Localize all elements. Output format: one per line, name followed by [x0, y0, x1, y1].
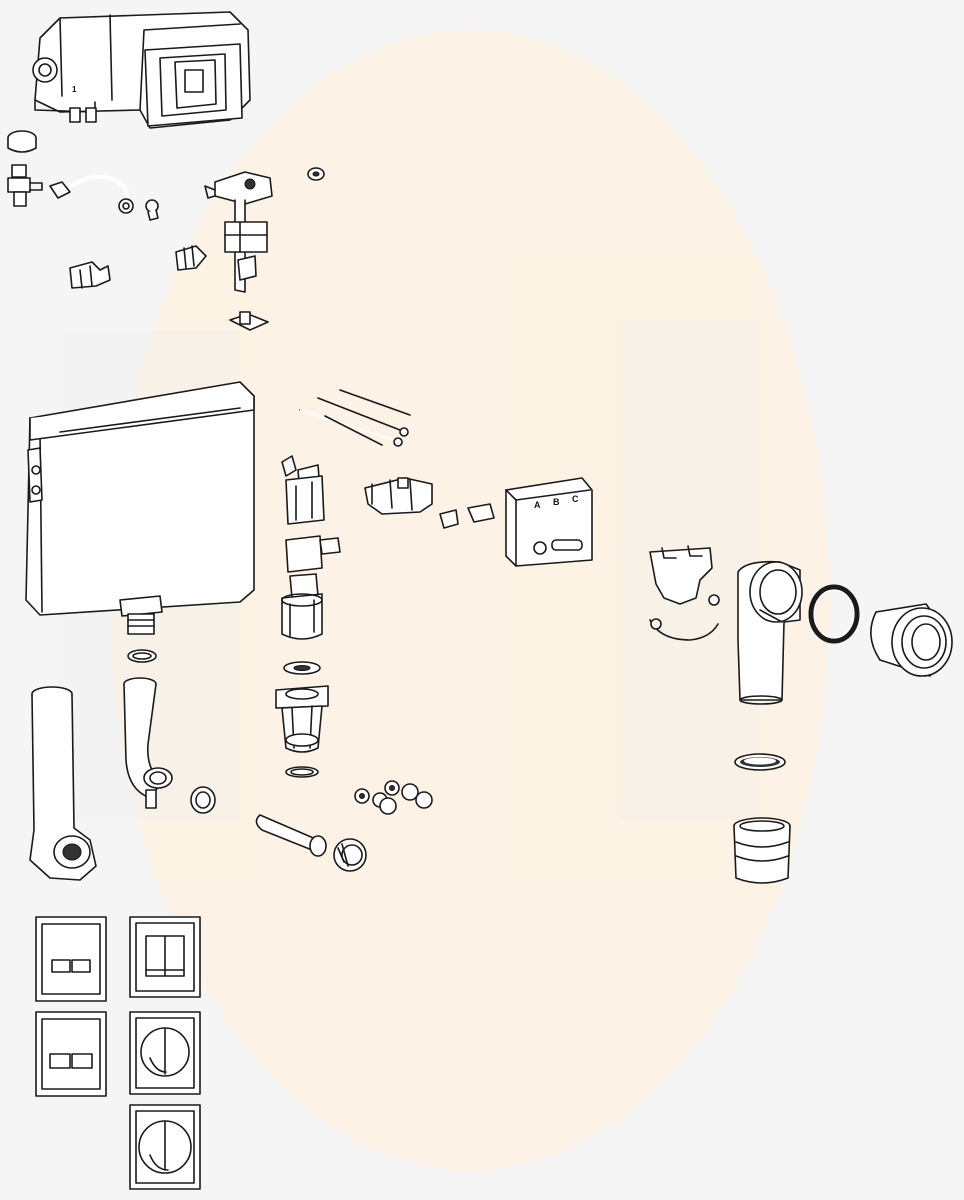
flush-plate-square-dual-1	[35, 916, 107, 1002]
valve-foot	[229, 311, 269, 331]
flex-hose	[49, 174, 134, 214]
connector-clamp	[649, 545, 720, 641]
flush-plate-square-dual-2	[35, 1011, 107, 1097]
flush-plate-square-split	[129, 916, 201, 998]
tank-outlet-nipple	[127, 613, 155, 635]
pipe-adapter	[733, 817, 791, 884]
flush-plate-round-2	[129, 1104, 201, 1190]
pipe-coupling	[333, 838, 367, 872]
flush-pipe	[123, 677, 173, 809]
box-label-b: B	[553, 497, 560, 507]
flush-valve	[281, 455, 341, 640]
seal-ring-outlet	[127, 649, 157, 663]
valve-washer	[283, 661, 321, 675]
actuator-bracket	[364, 477, 433, 515]
angle-valve	[7, 164, 43, 207]
box-label-c: C	[572, 494, 579, 504]
valve-cage	[275, 685, 329, 753]
hose-clip	[145, 199, 159, 221]
seal-ring-bottom	[734, 753, 786, 771]
actuator-clip-2	[467, 503, 495, 523]
valve-bracket-left	[69, 261, 111, 289]
brand-mark: 1	[72, 85, 77, 94]
extension-pipe	[255, 814, 327, 857]
valve-nut	[7, 130, 37, 153]
seal-ring-pipe	[190, 786, 216, 814]
fill-valve	[204, 171, 273, 293]
mounting-bolts	[299, 389, 411, 447]
pan-connector-bend	[29, 686, 97, 881]
actuator-clip-1	[439, 509, 459, 529]
box-label-a: A	[534, 500, 541, 510]
cistern-tank	[25, 381, 255, 617]
pan-connector-elbow	[737, 560, 803, 705]
o-ring-large	[808, 584, 860, 644]
washer-small	[307, 167, 325, 181]
flush-plate-round-1	[129, 1011, 201, 1095]
valve-bracket-right	[175, 245, 207, 271]
washers-set	[354, 780, 433, 815]
seal-ring-valve	[285, 766, 319, 778]
control-box: A B C	[505, 477, 593, 567]
pan-collar	[870, 603, 953, 677]
top-frame-console: 1	[32, 11, 251, 129]
